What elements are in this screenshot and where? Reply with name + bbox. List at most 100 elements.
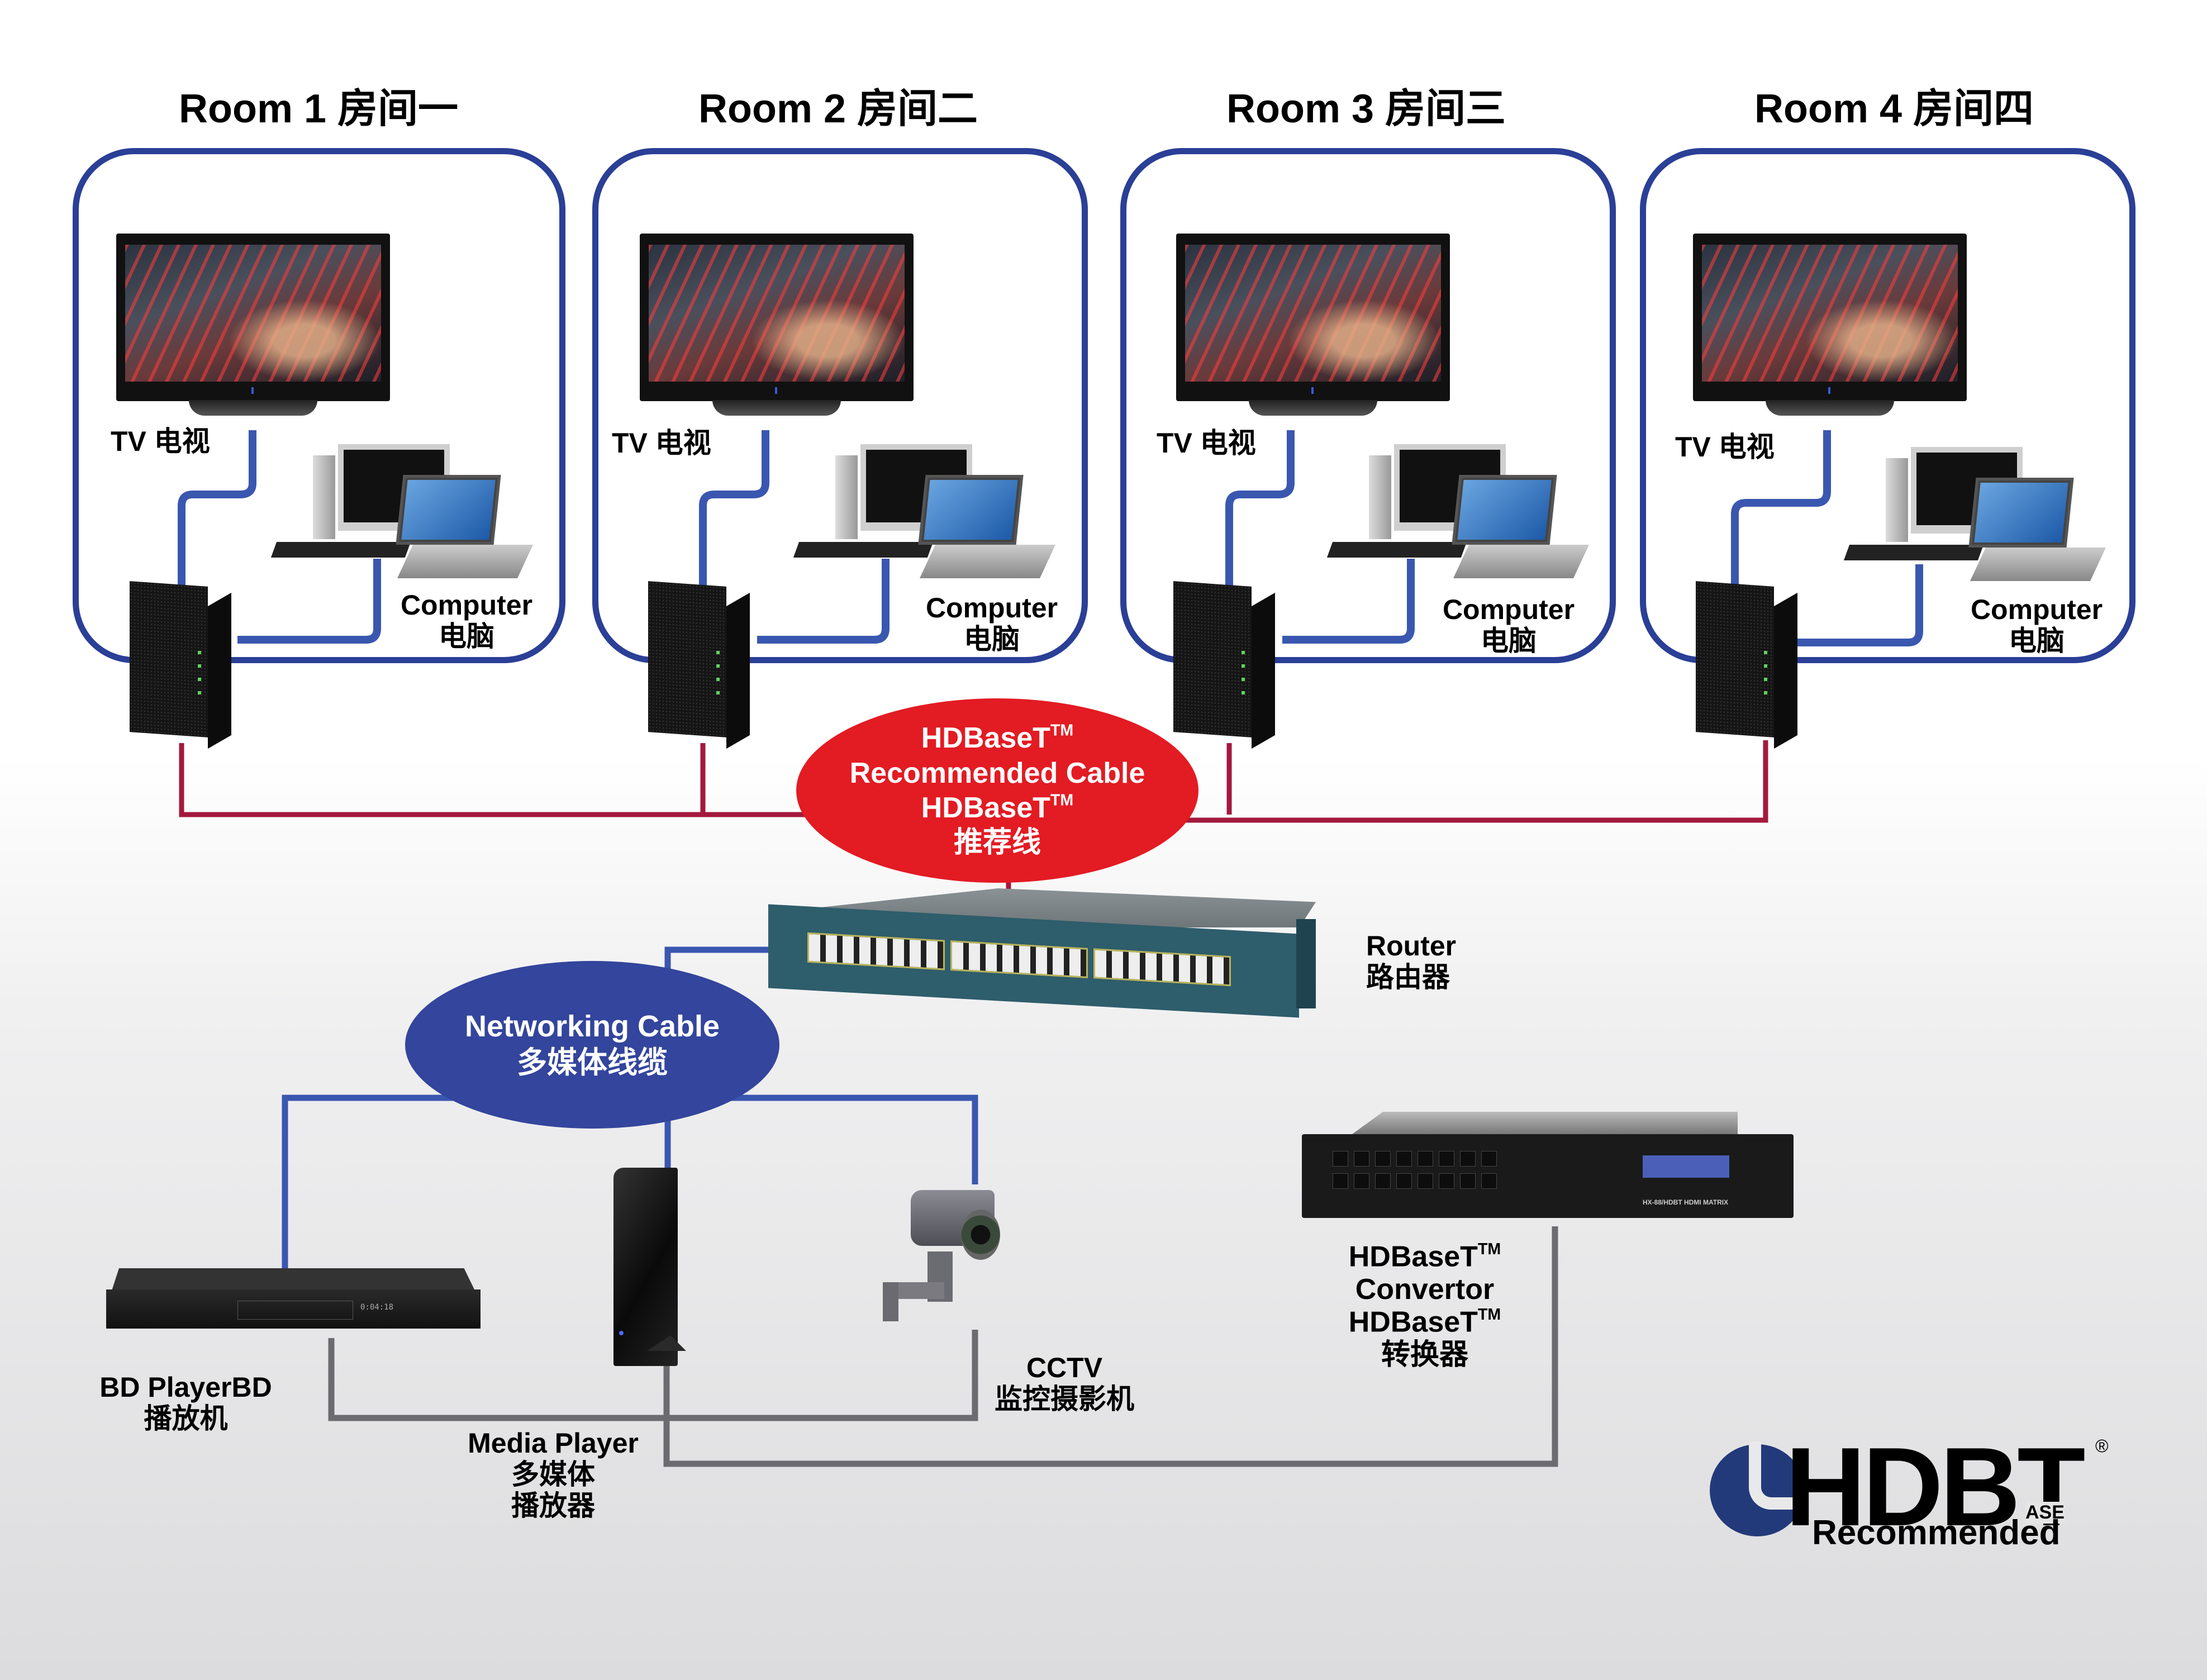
room-1-tv-cable-overlay [178, 430, 256, 609]
room-1-computer-label: Computer 电脑 [391, 589, 542, 652]
hdbaset-cable-line-2: Recommended Cable [849, 756, 1145, 789]
extender-status-leds [1764, 651, 1767, 705]
tv-screen-image [125, 245, 381, 382]
media-player-label-cn-2: 播放器 [511, 1490, 595, 1521]
hdbaset-text: HDBaseT [1348, 1306, 1478, 1339]
networking-cable-label-en: Networking Cable [464, 1010, 720, 1044]
room-4-computer-label-en: Computer [1970, 594, 2103, 625]
room-2-tv-label: TV 电视 [612, 427, 711, 459]
trademark: TM [1050, 721, 1074, 740]
hdbaset-recommended-logo: HDBT ® ASE Recommended [1710, 1419, 2134, 1552]
trademark: TM [1477, 1240, 1501, 1258]
converter-lcd-display [1643, 1155, 1729, 1178]
room-4-tv [1693, 234, 1967, 423]
bd-player-label: BD PlayerBD 播放机 [89, 1372, 282, 1434]
room-2-tv-cable-overlay [699, 430, 769, 609]
tv-screen-image [649, 245, 905, 382]
room-4-tv-label: TV 电视 [1675, 431, 1775, 463]
hdbaset-cable-badge: HDBaseTTM Recommended Cable HDBaseTTM 推荐… [796, 698, 1198, 883]
laptop-screen [396, 475, 501, 545]
room-2-computer-label-cn: 电脑 [964, 624, 1020, 655]
tv-power-led [1828, 387, 1830, 394]
keyboard [270, 542, 411, 558]
room-4-hdbaset-extender [1696, 581, 1799, 749]
converter-label-line-2: Convertor [1355, 1273, 1495, 1306]
logo-wordmark: HDBT [1785, 1425, 2085, 1549]
room-2-tv [640, 234, 914, 423]
extender-front [648, 581, 726, 737]
hdbaset-cable-line-4: 推荐线 [953, 826, 1041, 859]
room-1-computer-label-cn: 电脑 [439, 621, 494, 652]
room-2-hdbaset-extender [648, 581, 751, 749]
extender-front [1173, 581, 1252, 737]
hdbaset-text: HDBaseT [921, 792, 1050, 824]
desktop-tower [313, 455, 335, 539]
room-4-computer-label: Computer 电脑 [1961, 594, 2112, 656]
bd-player-display: 0:04:18 [360, 1303, 394, 1312]
desktop-tower [1369, 455, 1391, 539]
room-1-tv-label: TV 电视 [111, 426, 210, 457]
camera-wall-plate [883, 1282, 898, 1321]
laptop-base [920, 545, 1055, 578]
room-4-tv-cable-overlay [1731, 430, 1831, 609]
camera-lens [961, 1210, 1000, 1260]
tv-screen-image [1702, 245, 1958, 382]
room-3-tv-cable-overlay [1225, 430, 1295, 609]
extender-front [130, 581, 208, 737]
room-3-title: Room 3 房间三 [1226, 87, 1506, 131]
extender-status-leds [716, 651, 720, 705]
bd-player-front [106, 1289, 481, 1329]
network-cable-cctv [726, 1094, 978, 1184]
extender-side [208, 592, 231, 749]
converter-model-label: HX-88/HDBT HDMI MATRIX [1643, 1198, 1729, 1206]
room-3-tv-label: TV 电视 [1157, 427, 1256, 459]
router-side-vent [1296, 919, 1316, 1008]
media-player-body [613, 1168, 678, 1366]
tv-power-led [775, 387, 777, 394]
room-3-computer-label-en: Computer [1442, 594, 1575, 625]
hdbaset-cable-line-3: HDBaseTTM [921, 791, 1073, 825]
networking-cable-badge: Networking Cable 多媒体线缆 [405, 961, 779, 1129]
tv-stand [1249, 400, 1377, 416]
laptop-screen [1968, 478, 2074, 548]
desktop-tower [835, 455, 858, 539]
room-4-title: Room 4 房间四 [1754, 87, 2034, 131]
converter-label-line-4: 转换器 [1381, 1338, 1468, 1371]
room-4-pc-cable-overlay [1785, 564, 1923, 646]
extender-side [1252, 592, 1275, 749]
room-3-tv [1176, 234, 1450, 423]
bd-disc-tray [237, 1301, 353, 1320]
media-player-label-en: Media Player [468, 1427, 639, 1459]
tv-stand [1766, 400, 1894, 416]
hdbaset-text: HDBaseT [1348, 1240, 1478, 1273]
room-1-tv [116, 234, 390, 423]
room-1-computer [270, 444, 533, 589]
room-2-computer-label-en: Computer [925, 592, 1058, 624]
laptop-base [1970, 548, 2106, 581]
bd-player-top [112, 1268, 475, 1291]
av-cables [328, 1226, 1558, 1467]
room-3-pc-cable-overlay [1282, 559, 1415, 644]
logo-hook-shape [1749, 1441, 1803, 1510]
laptop-base [397, 545, 533, 578]
bd-player-device: 0:04:18 [106, 1268, 481, 1332]
hdbaset-cable-line-1: HDBaseTTM [921, 721, 1073, 755]
router-label: Router 路由器 [1366, 930, 1456, 993]
networking-cable-label-cn: 多媒体线缆 [517, 1046, 668, 1079]
room-4-computer-label-cn: 电脑 [2009, 625, 2065, 656]
room-2-pc-cable-overlay [757, 559, 890, 644]
media-player-power-led [619, 1331, 624, 1335]
keyboard [1843, 545, 1984, 560]
room-2-computer [793, 444, 1055, 589]
media-player-label-cn-1: 多媒体 [511, 1459, 595, 1490]
router-device [768, 888, 1316, 1022]
room-3-computer-label: Computer 电脑 [1433, 594, 1584, 656]
router-label-cn: 路由器 [1366, 962, 1450, 993]
hdbaset-cable-room-1 [179, 743, 1006, 817]
room-2-computer-label: Computer 电脑 [916, 592, 1067, 655]
extender-status-leds [1242, 651, 1245, 705]
extender-status-leds [198, 651, 201, 705]
cctv-camera-device [883, 1184, 1000, 1321]
tv-screen-image [1185, 245, 1441, 382]
converter-label-line-1: HDBaseTTM [1330, 1240, 1520, 1273]
